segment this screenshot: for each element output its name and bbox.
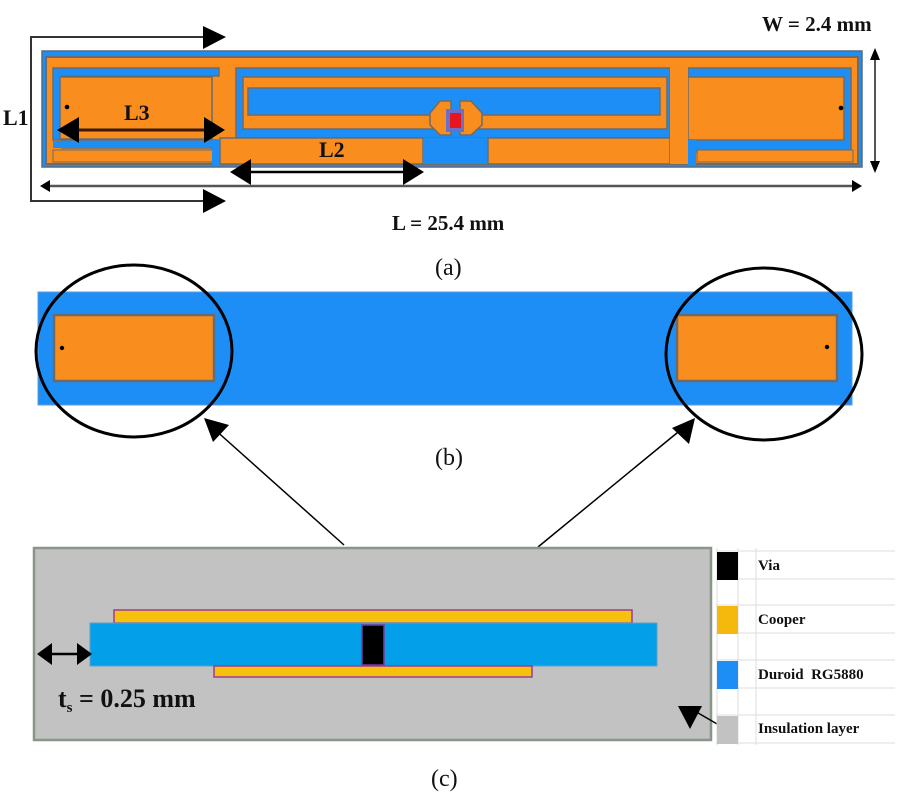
ground-pad-right	[675, 313, 839, 383]
thickness-label: ts = 0.25 mm	[58, 684, 196, 716]
caption-b: (b)	[435, 445, 463, 471]
panel-c-cross-section: ts = 0.25 mm (c)	[32, 546, 725, 792]
label-w: W = 2.4 mm	[762, 12, 872, 36]
via-dot-right-a	[838, 105, 844, 111]
l1-bracket	[30, 36, 212, 202]
highlight-circle-right	[664, 266, 864, 442]
l-arrow-right	[852, 180, 862, 192]
l1-arrow-top	[203, 26, 226, 49]
l3-arrow-left	[57, 117, 79, 143]
l1-arrow-bottom	[203, 189, 226, 213]
legend: Via Cooper Duroid RG5880 Insulation laye…	[716, 548, 895, 745]
caption-a: (a)	[435, 255, 462, 281]
label-l3: L3	[124, 100, 150, 125]
panel-b-bottom-view: (b)	[34, 263, 864, 548]
feed-pad-right	[459, 100, 483, 136]
legend-label-insulation: Insulation layer	[758, 721, 860, 737]
label-l1: L1	[3, 105, 29, 130]
pointer-arrow-right	[672, 418, 695, 444]
legend-label-duroid: Duroid RG5880	[758, 667, 864, 683]
label-l: L = 25.4 mm	[392, 211, 505, 235]
feed-gap	[423, 138, 488, 164]
left-lower-strip	[52, 149, 214, 163]
left-lower-slot	[53, 141, 210, 148]
right-lower-strip	[696, 149, 854, 163]
pointer-line-right	[537, 427, 684, 548]
l2-arrow-right	[403, 159, 424, 185]
via-dot-left-a	[64, 104, 70, 110]
legend-label-via: Via	[758, 558, 780, 574]
legend-swatch-copper	[717, 606, 738, 634]
lower-right-strip	[487, 137, 671, 165]
l2-arrow-left	[230, 159, 251, 185]
ground-pad-left	[52, 313, 216, 383]
rfid-chip	[450, 113, 461, 128]
legend-swatch-via	[717, 552, 738, 580]
pointer-arrow-left	[204, 418, 229, 442]
pointer-line-left	[212, 427, 345, 546]
right-copper-pad	[687, 76, 845, 141]
l-arrow-left	[40, 180, 50, 192]
via-dot-right-b	[824, 344, 830, 350]
w-arrow-bottom	[870, 161, 880, 173]
l3-arrow-right	[204, 117, 225, 143]
label-l2: L2	[319, 137, 345, 162]
thickness-arrow-left	[37, 643, 52, 665]
w-arrow-top	[870, 48, 880, 60]
lower-left-strip	[219, 137, 424, 165]
legend-swatch-duroid	[717, 661, 738, 689]
panel-a-top-view: L1 L3 L2 L = 25.4 mm W = 2.4 mm (a)	[3, 12, 880, 281]
left-gap	[212, 140, 220, 165]
via-dot-left-b	[59, 345, 65, 351]
divider-copper	[670, 60, 688, 164]
thickness-arrow-right	[77, 643, 92, 665]
top-copper-layer	[113, 609, 633, 624]
feed-pad-left	[429, 100, 452, 136]
caption-c: (c)	[431, 766, 458, 792]
legend-label-copper: Cooper	[758, 612, 806, 628]
legend-swatch-insulation	[717, 716, 738, 744]
via-column	[361, 624, 385, 666]
right-gap	[688, 140, 696, 165]
bottom-copper-layer	[213, 665, 533, 678]
highlight-circle-left	[34, 263, 234, 439]
